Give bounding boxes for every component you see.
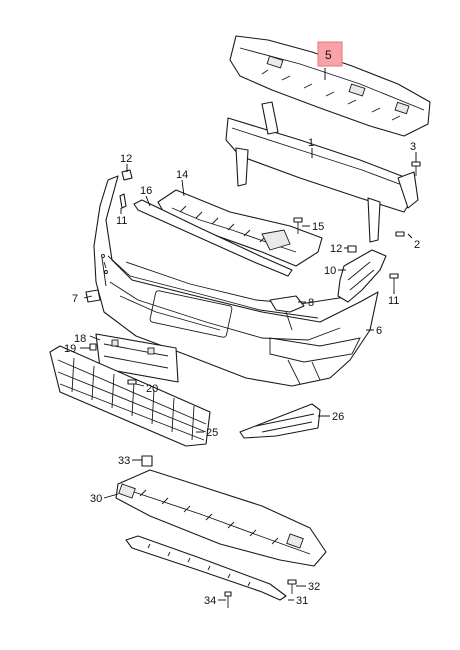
callout-12-left[interactable]: 12 [120,153,132,165]
highlight-box [317,41,343,67]
noise-insulation-tray[interactable] [115,469,327,567]
callout-16[interactable]: 16 [140,185,152,197]
callout-14[interactable]: 14 [176,169,188,181]
callout-7[interactable]: 7 [72,293,78,305]
callout-8[interactable]: 8 [308,297,314,309]
callout-2[interactable]: 2 [414,239,420,251]
callout-5[interactable]: 5 [325,48,332,62]
callout-20[interactable]: 20 [146,383,158,395]
callout-26[interactable]: 26 [332,411,344,423]
callout-33[interactable]: 33 [118,455,130,467]
callout-34[interactable]: 34 [204,595,216,607]
callout-25[interactable]: 25 [206,427,218,439]
side-guide-bracket[interactable] [337,249,387,303]
callout-3[interactable]: 3 [410,141,416,153]
leader-lines [80,68,417,601]
fog-grille-insert[interactable] [239,403,321,439]
callout-11-left[interactable]: 11 [116,215,127,227]
callout-11-right[interactable]: 11 [388,295,399,307]
trim-strip[interactable] [133,199,293,277]
lower-deflector-strip[interactable] [125,535,287,601]
callout-15[interactable]: 15 [312,221,324,233]
callout-1[interactable]: 1 [308,137,314,149]
callout-10[interactable]: 10 [324,265,336,277]
callout-labels: 5 1 3 2 12 16 14 11 15 12 10 11 7 8 6 18… [64,48,420,607]
callout-19[interactable]: 19 [64,343,76,355]
grille-upper-bracket[interactable] [157,189,323,267]
bumper-carrier[interactable] [225,101,419,243]
callout-31[interactable]: 31 [296,595,308,607]
holder[interactable] [269,295,305,331]
fasteners [85,161,421,608]
lower-grille[interactable] [49,345,211,447]
callout-6[interactable]: 6 [376,325,382,337]
callout-32[interactable]: 32 [308,581,320,593]
licence-plate-holder[interactable] [95,333,179,383]
callout-12-right[interactable]: 12 [330,243,342,255]
callout-30[interactable]: 30 [90,493,102,505]
callout-18[interactable]: 18 [74,333,86,345]
bumper-cover[interactable] [93,175,379,387]
